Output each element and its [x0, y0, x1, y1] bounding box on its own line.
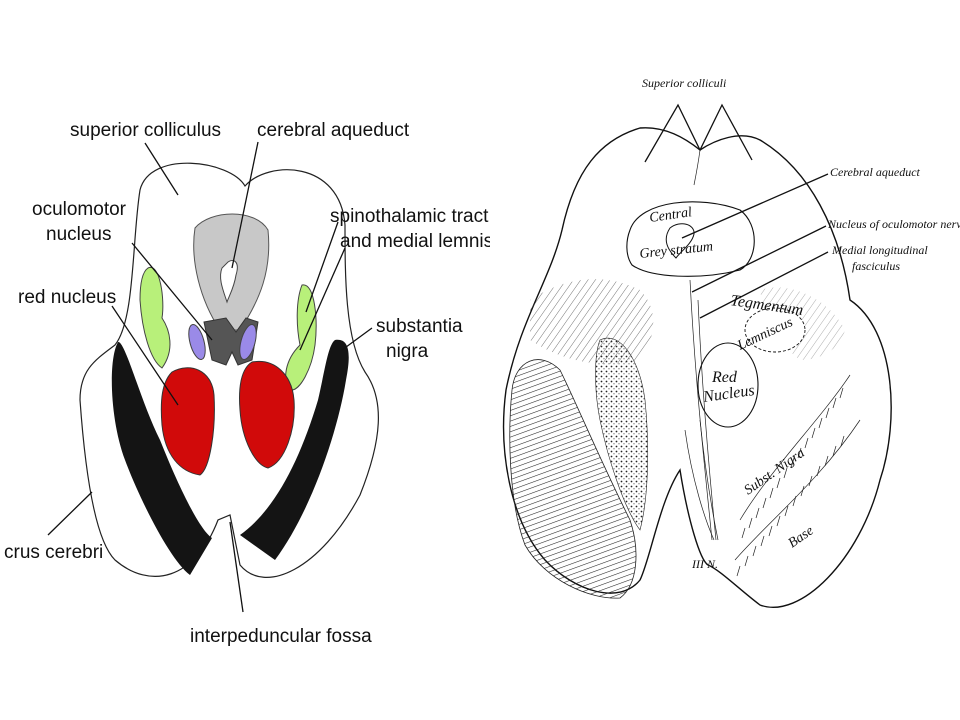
- leader-crus-cerebri: [47, 491, 93, 536]
- label-substantia-2: nigra: [386, 341, 429, 362]
- label-nucleus-oculomotor: Nucleus of oculomotor nerv: [827, 217, 960, 231]
- label-superior-colliculus: superior colliculus: [70, 120, 221, 141]
- purple-nucleus-right: [239, 324, 257, 360]
- label-cerebral-aqueduct-right: Cerebral aqueduct: [830, 165, 921, 179]
- oculomotor-fibres: [684, 279, 719, 541]
- left-crus-texture: [509, 359, 637, 599]
- label-red-nucleus: red nucleus: [18, 287, 116, 308]
- cerebral-aqueduct-shape: [220, 260, 238, 304]
- label-cerebral-aqueduct: cerebral aqueduct: [257, 120, 410, 141]
- substantia-nigra-right: [240, 339, 349, 560]
- engraving-lemniscus: [744, 307, 806, 353]
- leader-substantia-nigra: [341, 327, 373, 351]
- label-medial-longitudinal-1: Medial longitudinal: [831, 243, 928, 257]
- leader-spinothalamic-2: [299, 247, 346, 351]
- leader-red-nucleus: [111, 305, 179, 406]
- colliculi-notch: [693, 149, 701, 186]
- label-spinothalamic-1: spinothalamic tract: [330, 206, 489, 227]
- base-comb-hatch: [734, 374, 861, 577]
- engraving-red-nucleus: [697, 342, 759, 428]
- label-substantia-1: substantia: [376, 316, 463, 337]
- schematic-midbrain-diagram: superior colliculus cerebral aqueduct oc…: [4, 120, 490, 647]
- leader-interpeduncular-fossa: [229, 521, 244, 613]
- label-oculomotor-2: nucleus: [46, 224, 112, 245]
- red-nucleus-left: [160, 367, 215, 476]
- leader-oculomotor: [131, 242, 213, 341]
- leader-superior-colliculus: [144, 142, 179, 196]
- label-superior-colliculi: Superior colliculi: [642, 76, 726, 90]
- red-nucleus-right: [239, 360, 295, 469]
- leader-superior-colliculi: [644, 103, 753, 163]
- leader-nucleus-oculomotor: [691, 225, 827, 293]
- label-interpeduncular-fossa: interpeduncular fossa: [190, 626, 372, 647]
- label-iii-n: III N.: [691, 557, 718, 571]
- substantia-nigra-left: [111, 341, 212, 575]
- label-spinothalamic-2: and medial lemnisc: [340, 231, 490, 252]
- label-central: Central: [648, 205, 693, 226]
- label-crus-cerebri: crus cerebri: [4, 542, 103, 563]
- label-medial-longitudinal-2: fasciculus: [852, 259, 900, 273]
- engraving-midbrain-diagram: Superior colliculi Cerebral aqueduct Nuc…: [502, 76, 960, 608]
- medial-lemniscus-left: [139, 267, 171, 369]
- label-red: Red: [711, 369, 738, 386]
- engraving-aqueduct: [665, 223, 695, 259]
- leader-medial-longitudinal: [699, 251, 829, 319]
- leader-cerebral-aqueduct: [231, 141, 259, 269]
- leader-spinothalamic: [305, 221, 339, 313]
- leader-cerebral-aqueduct-right: [681, 173, 829, 239]
- label-oculomotor-1: oculomotor: [32, 199, 127, 220]
- purple-nucleus-left: [188, 324, 206, 360]
- left-substantia-stipple: [595, 337, 649, 531]
- left-tegmentum-hatch: [530, 279, 654, 364]
